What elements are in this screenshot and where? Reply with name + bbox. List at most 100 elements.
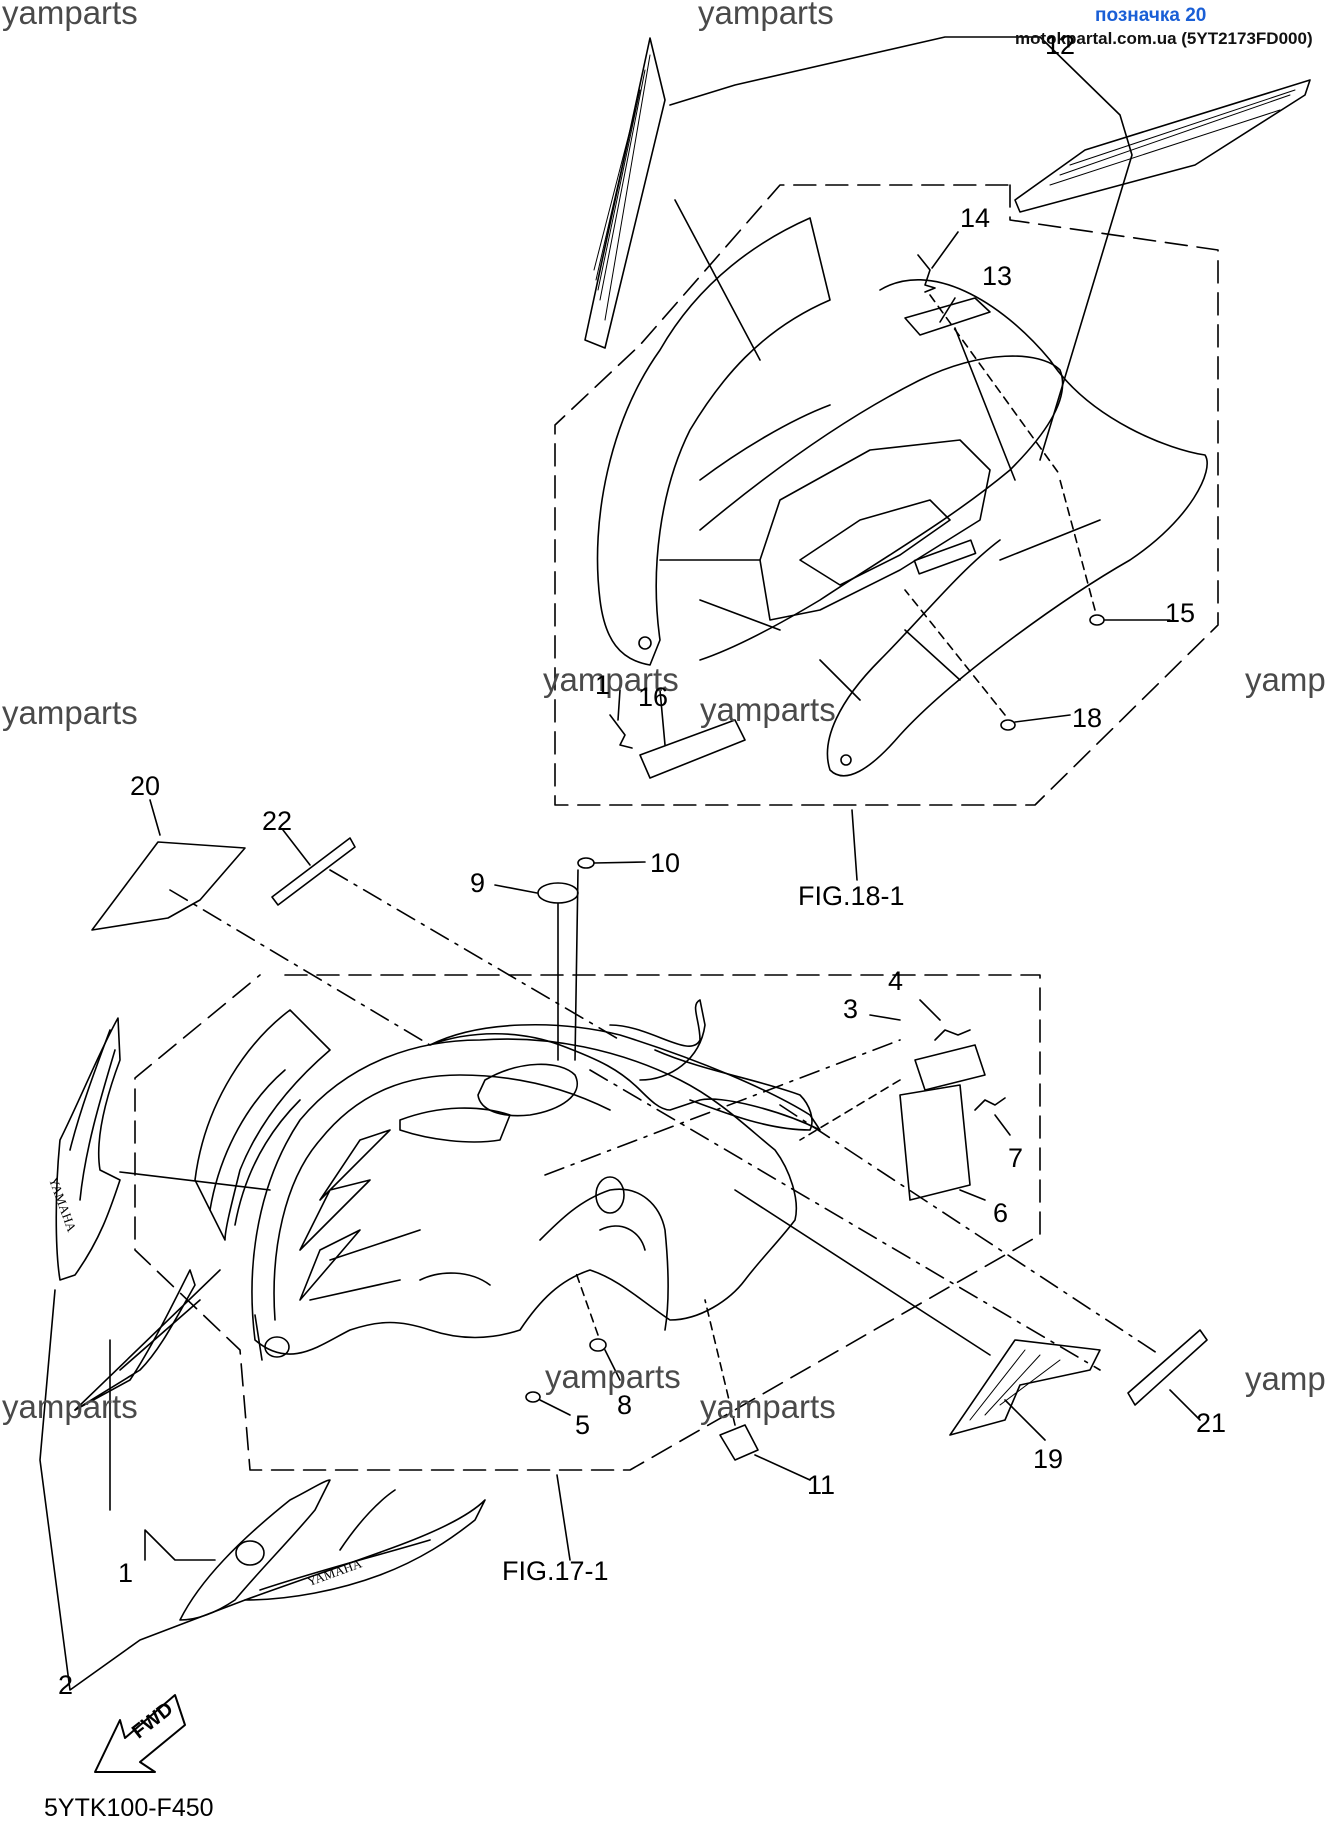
leader-14 <box>931 231 959 269</box>
watermark: yamparts <box>545 1358 681 1395</box>
front-storage-opening <box>399 1107 511 1143</box>
callout-3: 3 <box>843 994 859 1024</box>
leader-5 <box>539 1399 571 1416</box>
diagram-code: 5YTK100-F450 <box>44 1794 214 1822</box>
leader-18-up <box>904 589 1006 716</box>
leader-fender-mid <box>544 1039 901 1176</box>
decal-2-inner <box>69 1029 116 1201</box>
leader-16 <box>659 689 666 746</box>
front-right-small-parts <box>799 999 1011 1201</box>
callout-18: 18 <box>1072 703 1103 733</box>
decal-19-stripes <box>969 1349 1061 1421</box>
fwd-arrow-shape <box>94 1694 186 1773</box>
rear-fender-hole-left <box>638 636 652 650</box>
decal-12-left-stripes <box>593 54 651 321</box>
decal-20 <box>91 841 246 931</box>
callout-11: 11 <box>807 1470 836 1500</box>
rear-fender-hole-right <box>840 754 852 766</box>
decal-12-left <box>584 37 666 349</box>
front-fender-wing-inner <box>209 1069 301 1226</box>
decal-2-left <box>55 1017 121 1281</box>
bottom-small-parts <box>525 1269 811 1561</box>
leader-22 <box>282 829 311 866</box>
part-14-rivet <box>917 254 936 293</box>
leader-8-up <box>574 1269 599 1336</box>
figure-ref-rear: FIG.18-1 <box>798 881 905 911</box>
leader-11 <box>754 1454 811 1481</box>
leader-fig18 <box>851 809 858 881</box>
front-group-boundary <box>134 974 1041 1471</box>
leader-10 <box>593 861 646 864</box>
part-11-label <box>719 1424 759 1461</box>
callout-2: 2 <box>58 1670 74 1700</box>
rear-small-parts <box>609 231 1171 881</box>
rear-fender-right-side <box>826 279 1208 777</box>
leader-15-up <box>1059 479 1096 611</box>
decal-22 <box>271 837 356 906</box>
leader-14-down <box>929 294 1061 476</box>
figure-ref-front: FIG.17-1 <box>502 1556 609 1586</box>
decal-12-right-stripes <box>1049 89 1296 186</box>
front-fender-upper <box>429 1024 821 1131</box>
leader-wing <box>119 1171 271 1191</box>
part-8-washer <box>589 1338 607 1352</box>
watermark: yamparts <box>700 691 836 728</box>
fwd-arrow <box>94 1694 186 1773</box>
decal-1-2-group <box>39 1017 486 1691</box>
leader-9 <box>494 884 538 894</box>
leader-18 <box>1014 714 1071 723</box>
front-fender-group <box>134 974 1041 1471</box>
rear-fender-inner-lines <box>659 404 1101 701</box>
leader-7 <box>994 1114 1011 1136</box>
rear-fender-group <box>554 184 1219 806</box>
leader-3-to-body <box>799 1079 901 1141</box>
leader-12-left <box>674 199 761 361</box>
callout-15: 15 <box>1165 598 1196 628</box>
leader-12 <box>669 36 1133 461</box>
front-headlight-right <box>254 1314 263 1361</box>
part-17-rivet <box>609 714 633 749</box>
leader-11-up <box>704 1299 736 1426</box>
rear-fender-slot <box>913 539 977 575</box>
leader-4 <box>919 999 941 1021</box>
front-fender-lower-curves <box>419 1188 669 1331</box>
leader-20-body <box>169 889 431 1046</box>
leader-21-body <box>779 1104 1161 1356</box>
decal-1-lower <box>179 1479 331 1621</box>
part-4-rivet <box>934 1029 971 1041</box>
leader-8 <box>604 1349 621 1381</box>
decal-12-right <box>1014 79 1311 213</box>
watermark: yamparts <box>698 0 834 31</box>
leader-19-body <box>734 1189 991 1356</box>
front-fender-wing-left <box>194 1009 331 1241</box>
callout-12: 12 <box>1045 30 1076 60</box>
front-fender-right-edge <box>654 1049 813 1131</box>
front-fender-vents <box>299 1129 421 1301</box>
callout-22: 22 <box>262 806 293 836</box>
watermark: yamparts <box>700 1388 836 1425</box>
callout-5: 5 <box>575 1410 591 1440</box>
callout-21: 21 <box>1196 1408 1227 1438</box>
watermark: yamparts <box>543 661 679 698</box>
front-headlight-left <box>264 1336 290 1358</box>
part-15-washer <box>1089 614 1105 626</box>
callout-7: 7 <box>1008 1143 1024 1173</box>
rear-storage-box <box>759 439 991 621</box>
reference-tag: позначка 20 <box>1095 5 1207 26</box>
callout-14: 14 <box>960 203 991 233</box>
watermark: yamparts <box>2 1388 138 1425</box>
leader-3 <box>869 1014 901 1021</box>
decal-2-lower-front <box>74 1269 221 1411</box>
rear-fender-top-surface <box>699 355 1064 661</box>
callout-1: 1 <box>118 1558 134 1588</box>
callout-9: 9 <box>470 868 486 898</box>
front-fender-outer <box>251 1038 798 1355</box>
decal-21 <box>1127 1329 1208 1406</box>
decal-2-lower <box>244 1499 486 1601</box>
part-3-label <box>914 1044 986 1091</box>
watermark: yamparts <box>2 0 138 31</box>
part-7-rivet <box>974 1097 1006 1111</box>
callout-20: 20 <box>130 771 161 801</box>
rear-group-boundary <box>554 184 1219 806</box>
